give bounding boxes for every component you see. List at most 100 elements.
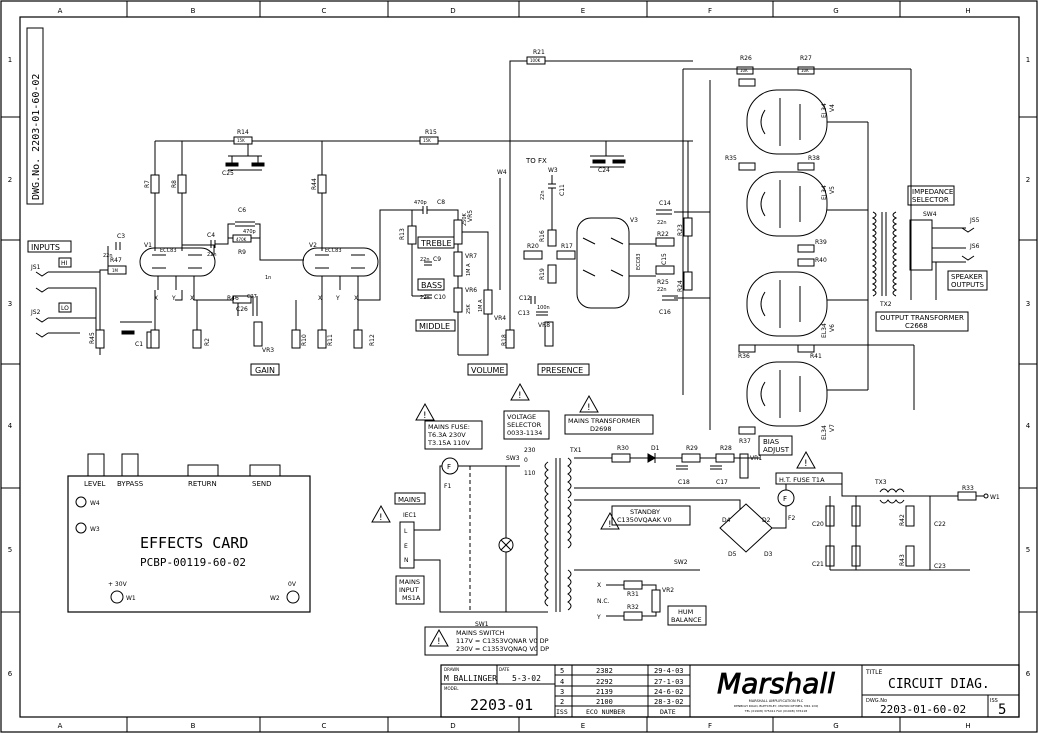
pot-vr6	[453, 287, 463, 313]
schematic-label: MAINS TRANSFORMER	[568, 417, 641, 425]
schematic-label: VR5	[467, 210, 474, 222]
schematic-label: DENBIGH ROAD, BLETCHLEY, MILTON KEYNES, …	[734, 704, 819, 708]
schematic-label: 100K	[530, 58, 541, 63]
schematic-label: JS5	[969, 217, 980, 224]
resistor-r8	[177, 174, 187, 194]
schematic-label: ECC83	[325, 248, 342, 254]
schematic-label: 2139	[596, 688, 613, 696]
schematic-label: 24-6-02	[654, 688, 684, 696]
treble-label: TREBLE	[420, 239, 452, 248]
schematic-label: R7	[144, 180, 151, 188]
schematic-label: R33	[962, 485, 974, 492]
warning-icons: ! ! ! ! ! ! !	[371, 382, 816, 647]
schematic-label: R17	[561, 243, 573, 250]
col-ref-top: A	[58, 7, 63, 15]
schematic-label: C4	[207, 232, 215, 239]
effects-card-part: PCBP-00119-60-02	[140, 556, 246, 569]
schematic-label: Y	[596, 614, 601, 621]
gain-label: GAIN	[255, 366, 275, 375]
schematic-label: STANDBY	[630, 508, 660, 516]
schematic-label: W3	[548, 167, 558, 174]
schematic-label: R43	[899, 554, 906, 566]
schematic-label: ISS	[556, 708, 568, 716]
effects-card-title: EFFECTS CARD	[140, 534, 248, 552]
schematic-label: C10	[434, 294, 446, 301]
drawing-number: 2203-01-60-02	[880, 703, 966, 716]
model-number: 2203-01	[470, 696, 533, 714]
schematic-label: R37	[739, 438, 751, 445]
schematic-label: 2100	[596, 698, 613, 706]
schematic-label: VOLTAGE	[507, 413, 536, 421]
schematic-label: R27	[800, 55, 812, 62]
schematic-label: C2668	[905, 322, 928, 330]
schematic-label: 22n	[657, 287, 667, 293]
schematic-label: 0033-1134	[507, 429, 542, 437]
schematic-label: BIAS	[763, 438, 780, 446]
schematic-label: VR2	[662, 587, 674, 594]
schematic-label: IMPEDANCE	[912, 188, 953, 196]
schematic-label: 1n	[265, 275, 271, 281]
schematic-label: C17	[716, 479, 728, 486]
schematic-label: 1M A	[466, 263, 472, 276]
schematic-label: 15K	[423, 138, 431, 143]
schematic-label: C1	[135, 341, 143, 348]
schematic-label: R44	[311, 178, 318, 190]
schematic-label: 0V	[288, 581, 297, 588]
schematic-label: DWG.No	[866, 698, 887, 704]
col-ref-bottom: F	[708, 722, 712, 730]
pot-vr4	[483, 289, 493, 315]
schematic-label: C27	[247, 294, 257, 300]
schematic-label: EL34	[821, 103, 828, 118]
schematic-label: C23	[934, 563, 946, 570]
schematic-label: SELECTOR	[507, 421, 542, 429]
schematic-label: W4	[497, 169, 507, 176]
schematic-label: 1M A	[478, 299, 484, 312]
schematic-label: LO	[61, 305, 69, 312]
schematic-label: R46	[227, 295, 239, 302]
schematic-label: VR4	[494, 315, 506, 322]
schematic-label: !	[518, 391, 522, 401]
warning-icon: !	[600, 511, 620, 530]
schematic-label: VR8	[538, 322, 550, 329]
col-ref-top: C	[322, 7, 327, 15]
schematic-label: EL34	[821, 185, 828, 200]
side-drawing-number: DWG.No. 2203-01-60-02	[31, 74, 42, 200]
resistor-r7	[150, 174, 160, 194]
schematic-label: MAINS FUSE:	[428, 423, 470, 431]
tube-v2: V2 ECC83 X Y X R10 R11 R12	[291, 209, 412, 349]
hum-balance: X N.C. Y R31 R32 VR2 HUM BALANCE	[596, 580, 707, 626]
schematic-label: C20	[812, 521, 824, 528]
row-ref-left: 3	[8, 300, 12, 308]
schematic-label: R21	[533, 49, 545, 56]
col-ref-top: G	[833, 7, 838, 15]
schematic-label: R22	[657, 231, 669, 238]
schematic-label: DATE	[499, 667, 510, 672]
schematic-label: 1M	[112, 268, 119, 273]
schematic-label: W2	[270, 595, 280, 602]
schematic-label: V4	[829, 104, 836, 112]
tone-stack: R13 470p C8 VR5 250K TREBLE 22n C9 VR7 1…	[399, 169, 507, 356]
schematic-label: !	[437, 637, 441, 647]
schematic-label: TX1	[569, 447, 582, 454]
resistor-r26	[736, 66, 754, 75]
schematic-label: JS6	[969, 243, 980, 250]
drawing-title: CIRCUIT DIAG.	[888, 677, 990, 692]
schematic-label: N.C.	[597, 598, 610, 605]
schematic-label: 22n	[207, 252, 217, 258]
schematic-label: SW3	[506, 455, 520, 462]
schematic-label: 5	[560, 667, 564, 675]
mains-section: MAINS FUSE: T6.3A 230V T3.15A 110V VOLTA…	[394, 410, 654, 656]
schematic-label: R20	[527, 243, 539, 250]
schematic-label: R25	[657, 279, 669, 286]
resistor-r21	[526, 56, 546, 65]
schematic-label: 0	[524, 457, 528, 464]
schematic-label: R36	[738, 353, 750, 360]
schematic-label: R26	[740, 55, 752, 62]
warning-icon: !	[510, 382, 530, 401]
schematic-label: T6.3A 230V	[427, 431, 466, 439]
schematic-label: V1	[144, 242, 152, 249]
schematic-label: 230V = C1353VQNAQ V0 DP	[456, 645, 549, 653]
schematic-label: !	[379, 513, 383, 523]
schematic-label: VR6	[465, 287, 477, 294]
row-ref-right: 5	[1026, 546, 1030, 554]
